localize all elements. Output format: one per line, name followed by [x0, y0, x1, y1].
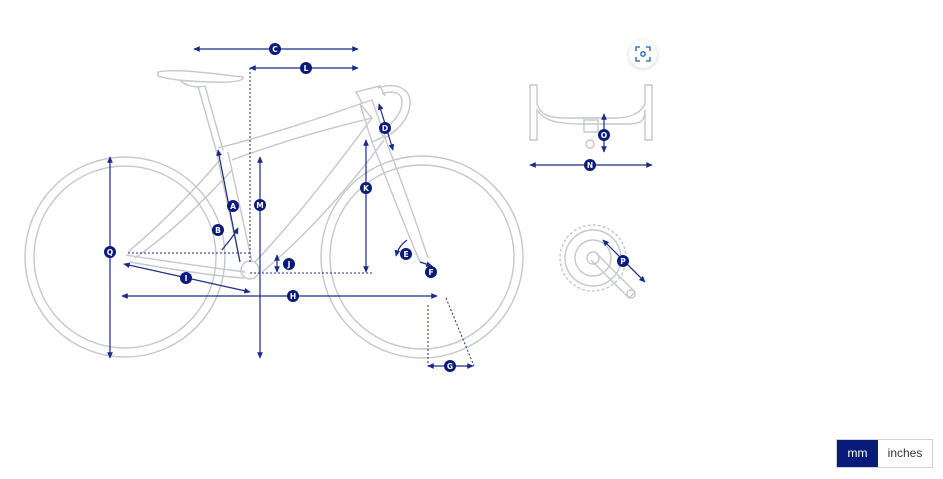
- svg-text:B: B: [215, 226, 221, 235]
- svg-text:C: C: [272, 45, 278, 54]
- expand-icon: [635, 46, 651, 62]
- label-badge-d: D: [379, 122, 391, 134]
- stem: [354, 85, 386, 104]
- zoom-button[interactable]: [629, 40, 657, 68]
- svg-text:D: D: [382, 124, 388, 133]
- head-tube: [359, 99, 386, 143]
- svg-text:F: F: [428, 268, 433, 277]
- down-tube: [254, 117, 385, 273]
- label-badge-g: G: [444, 360, 456, 372]
- bottom-bracket: [240, 260, 260, 280]
- label-badge-i: I: [180, 272, 192, 284]
- rear-wheel-tyre: [24, 156, 226, 358]
- label-badge-c: C: [269, 43, 281, 55]
- svg-text:N: N: [587, 161, 593, 170]
- unit-inches-button[interactable]: inches: [878, 440, 932, 467]
- svg-text:O: O: [601, 131, 607, 140]
- label-badge-f: F: [425, 266, 437, 278]
- label-badge-b: B: [212, 224, 224, 236]
- seatpost: [197, 85, 224, 151]
- svg-text:H: H: [290, 292, 296, 301]
- svg-text:J: J: [287, 260, 291, 269]
- reference-lines: [128, 68, 475, 367]
- label-badge-q: Q: [104, 246, 116, 258]
- svg-text:I: I: [185, 274, 188, 283]
- svg-text:E: E: [403, 250, 408, 259]
- label-badge-p: P: [617, 255, 629, 267]
- svg-text:P: P: [620, 257, 626, 266]
- unit-toggle: mm inches: [836, 439, 933, 468]
- label-badge-l: L: [300, 62, 312, 74]
- label-badge-j: J: [283, 258, 295, 270]
- label-badge-m: M: [254, 199, 266, 211]
- svg-text:Q: Q: [107, 248, 113, 257]
- saddle: [157, 69, 244, 83]
- handlebar-front-view: [529, 84, 653, 149]
- label-badge-h: H: [287, 290, 299, 302]
- bike-outline: [24, 69, 524, 359]
- label-badge-o: O: [598, 129, 610, 141]
- svg-text:G: G: [447, 362, 453, 371]
- crankset: [559, 224, 636, 299]
- unit-mm-button[interactable]: mm: [837, 440, 878, 467]
- front-wheel-rim: [329, 164, 515, 350]
- seat-stay: [127, 159, 233, 259]
- rear-wheel-rim: [33, 165, 217, 349]
- svg-text:K: K: [363, 184, 370, 193]
- label-badge-a: A: [227, 200, 239, 212]
- svg-text:M: M: [256, 201, 263, 210]
- label-badge-n: N: [584, 159, 596, 171]
- top-tube: [217, 103, 374, 161]
- front-wheel-tyre: [320, 155, 524, 359]
- label-badge-e: E: [400, 248, 412, 260]
- label-badge-k: K: [360, 182, 372, 194]
- svg-text:A: A: [230, 202, 236, 211]
- svg-text:L: L: [304, 64, 309, 73]
